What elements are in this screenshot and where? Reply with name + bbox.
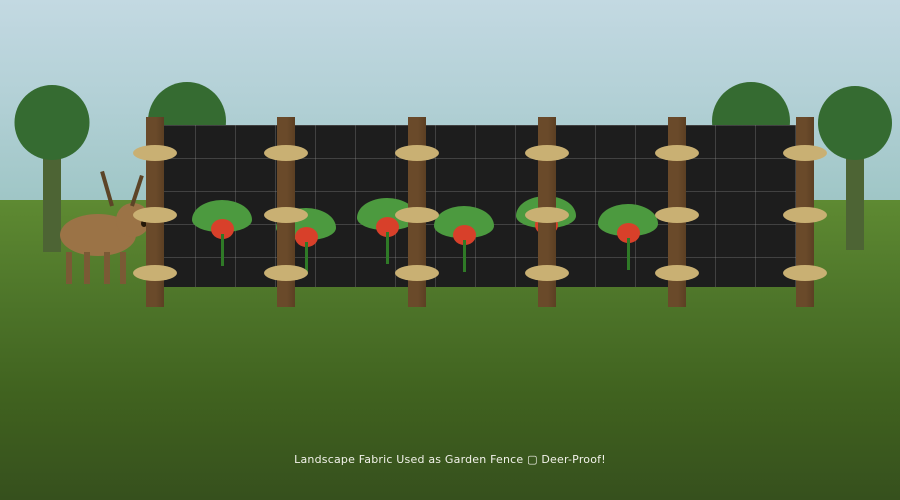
fence-post-tie (395, 265, 439, 281)
deer-leg (66, 252, 72, 284)
deer-nose-icon (141, 220, 147, 227)
plant-fruit (376, 217, 399, 237)
fence-post-tie (655, 265, 699, 281)
plant-fruit (617, 223, 640, 243)
deer-leg (104, 252, 110, 284)
fence-post-1 (133, 117, 177, 307)
fence-post-tie (783, 265, 827, 281)
plant-fruit (211, 219, 234, 239)
plant-1 (192, 200, 252, 270)
fence-post-tie (133, 145, 177, 161)
fence-post-tie (783, 145, 827, 161)
plant-fruit (295, 227, 318, 247)
fence-post-tie (133, 207, 177, 223)
plant-stem (463, 240, 466, 272)
tree-far-right (818, 86, 892, 278)
fence-post-6 (783, 117, 827, 307)
fence-post-tie (264, 207, 308, 223)
fence-post-tie (395, 207, 439, 223)
plant-stem (305, 242, 308, 274)
fence-post-tie (655, 145, 699, 161)
fence-post-tie (783, 207, 827, 223)
fence-post-3 (395, 117, 439, 307)
fence-post-tie (525, 145, 569, 161)
fence-post-tie (264, 265, 308, 281)
deer-antler (100, 170, 114, 207)
caption-text: Landscape Fabric Used as Garden Fence ▢ … (294, 453, 606, 466)
tree-canopy (818, 86, 892, 160)
fence-post-tie (395, 145, 439, 161)
fence-post-tie (655, 207, 699, 223)
tree-canopy (14, 85, 89, 160)
deer-leg (120, 252, 126, 284)
fence-post-5 (655, 117, 699, 307)
tree-trunk (42, 131, 61, 252)
fence-post-tie (525, 265, 569, 281)
tree-trunk (846, 131, 864, 250)
fence-post-2 (264, 117, 308, 307)
deer-leg (84, 252, 90, 284)
fence-post-tie (525, 207, 569, 223)
tree-far-left (14, 85, 89, 280)
plant-stem (627, 238, 630, 270)
fence-post-tie (264, 145, 308, 161)
plant-fruit (453, 225, 476, 245)
plant-stem (386, 232, 389, 264)
deer-antler (130, 174, 144, 207)
plant-4 (434, 206, 494, 276)
plant-stem (221, 234, 224, 266)
fence-post-4 (525, 117, 569, 307)
fence-post-tie (133, 265, 177, 281)
plant-6 (598, 204, 658, 274)
